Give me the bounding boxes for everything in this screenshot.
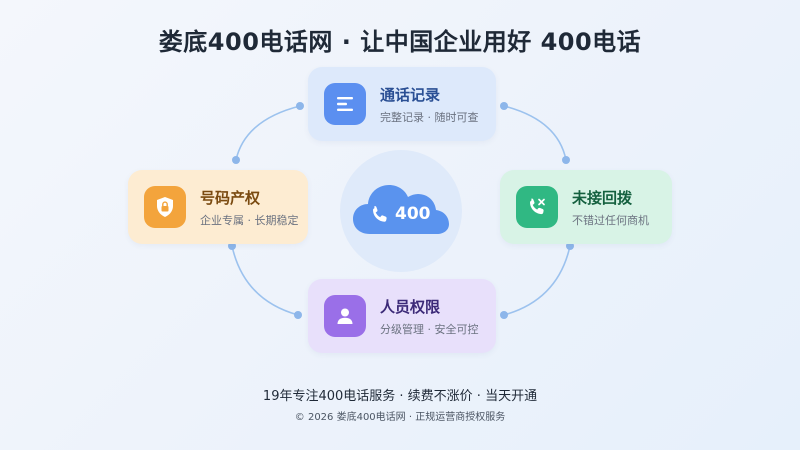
- list-icon: [324, 83, 366, 125]
- footer-tagline: 19年专注400电话服务 · 续费不涨价 · 当天开通: [262, 389, 538, 404]
- arc-right-bottom: [503, 245, 571, 316]
- card-subtitle: 不错过任何商机: [572, 213, 649, 227]
- shield-lock-icon: [144, 186, 186, 228]
- card-number-ownership[interactable]: 号码产权 企业专属 · 长期稳定: [128, 170, 308, 244]
- arc-left-bottom: [231, 245, 299, 316]
- card-title: 未接回拨: [572, 188, 633, 207]
- card-subtitle: 分级管理 · 安全可控: [380, 322, 479, 336]
- cloud-phone-icon: [353, 185, 449, 234]
- center-hub: [340, 150, 462, 272]
- card-staff-permissions[interactable]: 人员权限 分级管理 · 安全可控: [308, 279, 496, 353]
- card-subtitle: 完整记录 · 随时可查: [380, 110, 479, 124]
- card-title: 通话记录: [380, 85, 441, 104]
- phone-missed-icon: [516, 186, 558, 228]
- card-title: 号码产权: [200, 188, 261, 207]
- card-call-records[interactable]: 通话记录 完整记录 · 随时可查: [308, 67, 496, 141]
- card-title: 人员权限: [380, 297, 441, 316]
- hub-label: 400: [395, 204, 431, 224]
- arc-top-right: [503, 105, 567, 161]
- card-subtitle: 企业专属 · 长期稳定: [200, 213, 299, 227]
- page-title: 娄底400电话网 · 让中国企业用好 400电话: [158, 28, 642, 56]
- arc-top-left: [235, 105, 301, 161]
- card-missed-callback[interactable]: 未接回拨 不错过任何商机: [500, 170, 672, 244]
- user-icon: [324, 295, 366, 337]
- footer-copyright: © 2026 娄底400电话网 · 正规运营商授权服务: [294, 412, 506, 423]
